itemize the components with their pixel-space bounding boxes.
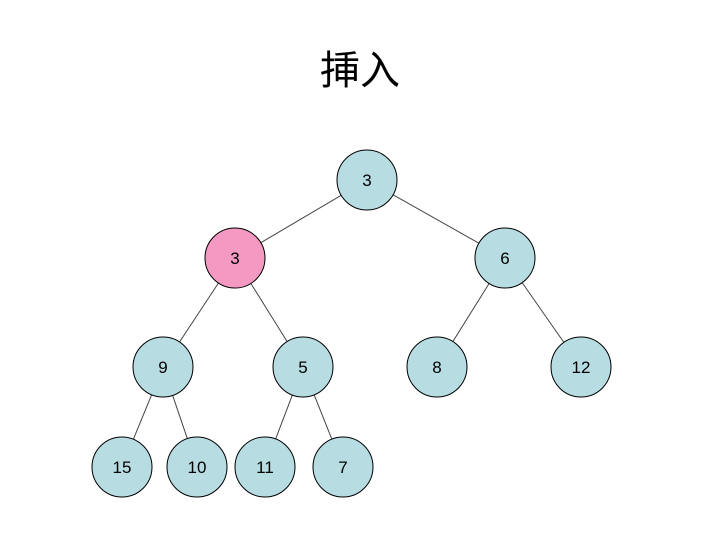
tree-node: 7 <box>312 436 374 498</box>
node-circle <box>166 436 228 498</box>
node-circle <box>204 227 266 289</box>
tree-node: 15 <box>91 436 153 498</box>
node-label: 3 <box>362 171 371 190</box>
tree-node: 11 <box>234 436 296 498</box>
tree-edge-n0-n2 <box>392 194 480 244</box>
node-label: 15 <box>113 458 132 477</box>
node-circle <box>234 436 296 498</box>
tree-node: 6 <box>474 227 536 289</box>
tree-edge-n4-n10 <box>313 394 333 440</box>
node-circle <box>132 336 194 398</box>
tree-nodes: 3 3 6 9 5 8 12 15 10 11 7 <box>91 149 612 498</box>
tree-node: 8 <box>406 336 468 398</box>
node-label: 8 <box>432 358 441 377</box>
node-circle <box>272 336 334 398</box>
tree-edge-n2-n6 <box>521 282 565 343</box>
tree-node: 12 <box>550 336 612 398</box>
node-label: 10 <box>188 458 207 477</box>
node-circle <box>336 149 398 211</box>
node-label: 5 <box>298 358 307 377</box>
node-label: 6 <box>500 249 509 268</box>
node-circle <box>312 436 374 498</box>
node-label: 11 <box>256 458 274 477</box>
tree-edge-n3-n7 <box>132 394 153 440</box>
node-circle <box>474 227 536 289</box>
tree-node: 10 <box>166 436 228 498</box>
tree-node-highlighted: 3 <box>204 227 266 289</box>
tree-edge-n3-n8 <box>172 395 188 439</box>
node-circle <box>550 336 612 398</box>
node-label: 12 <box>572 358 591 377</box>
node-label: 7 <box>338 458 347 477</box>
tree-edge-n1-n4 <box>250 283 288 342</box>
node-circle <box>91 436 153 498</box>
tree-edge-n4-n9 <box>275 394 293 440</box>
tree-node: 9 <box>132 336 194 398</box>
tree-edge-n0-n1 <box>260 194 342 244</box>
page-title: 挿入 <box>320 48 400 94</box>
node-circle <box>406 336 468 398</box>
tree-edges <box>132 194 565 440</box>
node-label: 9 <box>158 358 167 377</box>
tree-node: 3 <box>336 149 398 211</box>
tree-edge-n2-n5 <box>452 283 490 342</box>
node-label: 3 <box>230 249 239 268</box>
tree-edge-n1-n3 <box>179 282 219 343</box>
tree-node: 5 <box>272 336 334 398</box>
